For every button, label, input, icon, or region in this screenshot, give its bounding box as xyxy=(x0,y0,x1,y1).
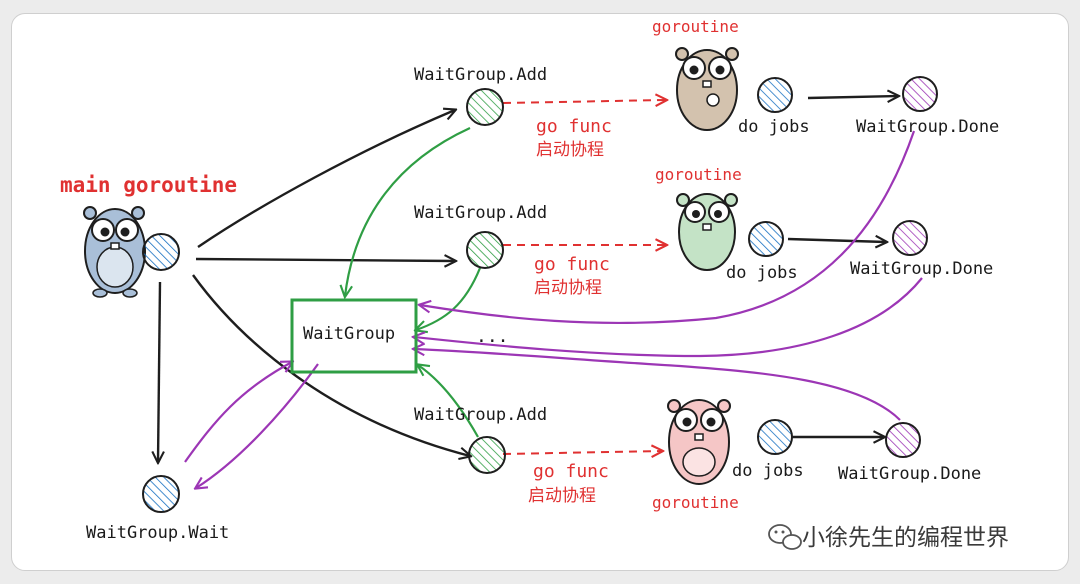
add-node-2 xyxy=(466,231,504,269)
gopher-icon-1 xyxy=(675,47,739,131)
add-label-2: WaitGroup.Add xyxy=(414,203,547,223)
ellipsis: ... xyxy=(476,326,509,347)
jobs-node-3 xyxy=(757,419,793,455)
worker-2: WaitGroup.Add go func 启动协程 goroutine do … xyxy=(414,165,993,298)
worker-3: WaitGroup.Add go func 启动协程 goroutine do … xyxy=(414,399,981,512)
main-goroutine-label: main goroutine xyxy=(60,173,237,197)
add-node-3 xyxy=(468,436,506,474)
start-label-1: 启动协程 xyxy=(536,140,604,160)
go-func-label-1: go func xyxy=(536,116,612,137)
done-node-1 xyxy=(902,76,938,112)
watermark: 小徐先生的编程世界 xyxy=(768,524,1009,551)
done-label-2: WaitGroup.Done xyxy=(850,259,993,279)
waitgroup-label: WaitGroup xyxy=(303,324,395,344)
waitgroup-wait-label: WaitGroup.Wait xyxy=(86,523,229,543)
jobs-label-1: do jobs xyxy=(738,117,810,137)
goroutine-label-2: goroutine xyxy=(655,165,742,184)
gopher-icon-2 xyxy=(676,193,738,271)
wait-node xyxy=(142,475,180,513)
done-label-3: WaitGroup.Done xyxy=(838,464,981,484)
done-to-waitgroup-arrows xyxy=(184,130,923,488)
start-label-3: 启动协程 xyxy=(528,486,596,506)
go-func-arrows xyxy=(502,100,666,454)
worker-1: WaitGroup.Add go func 启动协程 goroutine do … xyxy=(414,17,999,160)
main-node xyxy=(142,233,180,271)
add-node-1 xyxy=(466,88,504,126)
go-func-label-2: go func xyxy=(534,254,610,275)
done-label-1: WaitGroup.Done xyxy=(856,117,999,137)
watermark-text: 小徐先生的编程世界 xyxy=(802,525,1009,551)
jobs-label-3: do jobs xyxy=(732,461,804,481)
diagram-frame xyxy=(11,13,1069,571)
wechat-icon xyxy=(768,524,802,550)
goroutine-label-1: goroutine xyxy=(652,17,739,36)
go-func-label-3: go func xyxy=(533,461,609,482)
start-label-2: 启动协程 xyxy=(534,278,602,298)
gopher-icon-3 xyxy=(667,399,731,485)
jobs-to-done-arrows xyxy=(787,96,898,437)
add-to-waitgroup-arrows xyxy=(345,126,482,438)
add-label-1: WaitGroup.Add xyxy=(414,65,547,85)
jobs-node-1 xyxy=(757,77,793,113)
goroutine-label-3: goroutine xyxy=(652,493,739,512)
waitgroup-box: WaitGroup xyxy=(290,298,418,374)
main-arrows xyxy=(158,110,470,462)
add-label-3: WaitGroup.Add xyxy=(414,405,547,425)
jobs-label-2: do jobs xyxy=(726,263,798,283)
jobs-node-2 xyxy=(748,221,784,257)
done-node-2 xyxy=(892,220,928,256)
main-gopher-icon xyxy=(83,206,146,298)
done-node-3 xyxy=(885,422,921,458)
